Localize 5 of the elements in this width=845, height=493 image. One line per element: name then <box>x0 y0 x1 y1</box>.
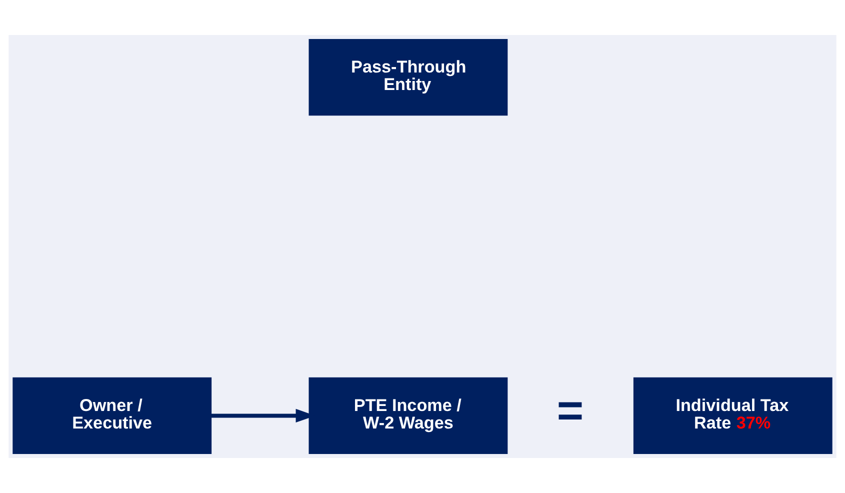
node-box: PTE Income / W-2 Wages <box>308 377 508 454</box>
node-box: Pass-Through Entity <box>308 39 508 116</box>
node-box: Owner / Executive <box>12 377 212 454</box>
label: = <box>556 384 584 436</box>
node-box: Individual Tax Rate 37% <box>633 377 832 454</box>
